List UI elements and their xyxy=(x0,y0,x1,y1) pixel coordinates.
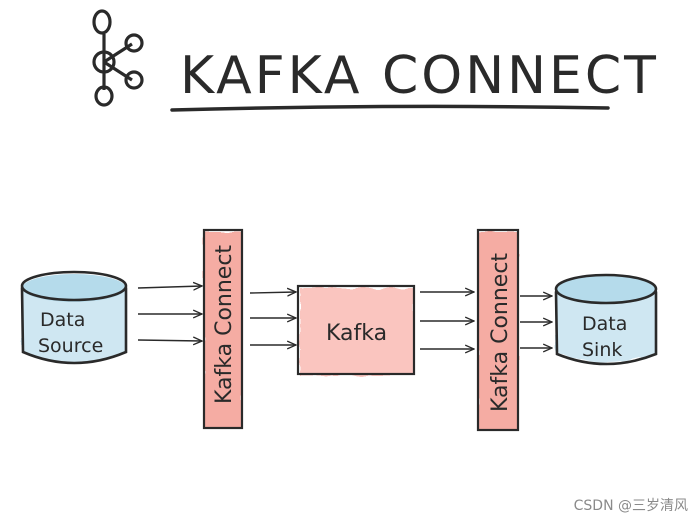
page-title: KAFKA CONNECT xyxy=(180,46,659,106)
data-source-label-line2: Source xyxy=(38,335,103,357)
kafka-connect-right: Kafka Connect xyxy=(476,228,520,432)
title-underline xyxy=(170,104,610,112)
kafka-connect-left: Kafka Connect xyxy=(202,228,244,430)
kafka-box: Kafka xyxy=(296,284,416,376)
arrows-kafka-to-connector xyxy=(420,292,474,349)
arrows-connector-to-sink xyxy=(520,296,552,348)
data-source-cylinder: Data Source xyxy=(20,270,128,365)
kafka-logo-icon xyxy=(92,9,144,107)
kafka-connect-left-label: Kafka Connect xyxy=(212,245,237,404)
kafka-label: Kafka xyxy=(326,321,387,346)
data-sink-label-line2: Sink xyxy=(582,339,622,361)
data-sink-label-line1: Data xyxy=(582,313,627,335)
kafka-connect-right-label: Kafka Connect xyxy=(488,253,513,412)
data-sink-cylinder: Data Sink xyxy=(554,273,658,366)
arrows-source-to-connector xyxy=(137,286,202,341)
watermark: CSDN @三岁清风 xyxy=(573,498,688,514)
arrows-connector-to-kafka xyxy=(249,292,296,345)
data-source-label-line1: Data xyxy=(40,309,85,331)
